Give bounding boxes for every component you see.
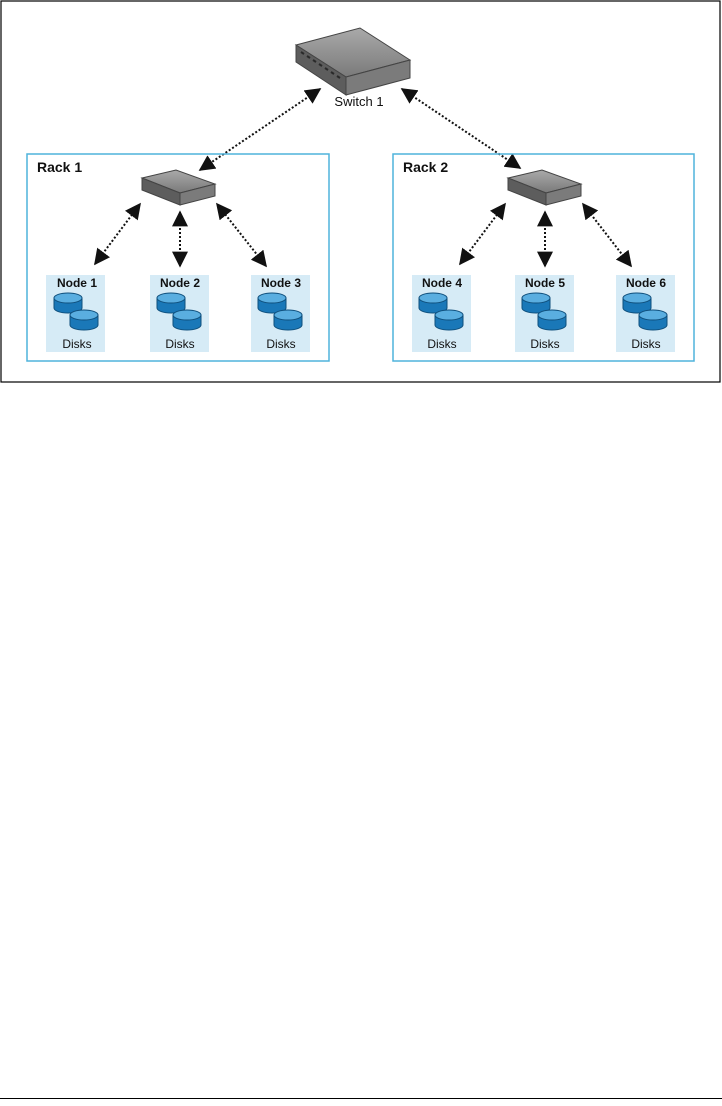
node-name: Node 3 [261,276,301,290]
disks-label: Disks [427,337,456,351]
rack-1: Rack 1 Node 1 Disks Node 2 [26,153,330,362]
uplink-rack-1 [198,88,322,171]
disks-label: Disks [165,337,194,351]
rack-1-title: Rack 1 [37,159,82,175]
link-node-1 [94,202,141,266]
disks-label: Disks [62,337,91,351]
disk-stack-icon [418,292,464,331]
node-name: Node 6 [626,276,666,290]
node-name: Node 2 [160,276,200,290]
node-card: Node 5 Disks [515,275,574,352]
disk-stack-icon [156,292,202,331]
node-card: Node 4 Disks [412,275,471,352]
uplink-rack-2 [400,88,522,169]
link-node-3 [216,202,267,268]
network-switch-icon [140,169,217,206]
disk-stack-icon [53,292,99,331]
disk-stack-icon [257,292,303,331]
link-node-6 [582,202,632,268]
link-node-4 [459,202,506,266]
disk-stack-icon [622,292,668,331]
disk-stack-icon [521,292,567,331]
rack-2-border [392,153,695,362]
network-switch-icon [506,169,583,206]
node-name: Node 4 [422,276,462,290]
rack-1-border [26,153,330,362]
node-card: Node 1 Disks [46,275,105,352]
rack-2-title: Rack 2 [403,159,448,175]
node-card: Node 2 Disks [150,275,209,352]
node-card: Node 3 Disks [251,275,310,352]
node-card: Node 6 Disks [616,275,675,352]
disks-label: Disks [530,337,559,351]
figure-frame [0,0,721,383]
core-switch: Switch 1 [294,27,412,109]
node-name: Node 1 [57,276,97,290]
page-bottom-rule [0,1098,722,1099]
switch-label: Switch 1 [334,94,383,109]
network-switch-icon [294,27,412,96]
rack-2: Rack 2 Node 4 Disks Node 5 [392,153,695,362]
disks-label: Disks [631,337,660,351]
node-name: Node 5 [525,276,565,290]
disks-label: Disks [266,337,295,351]
